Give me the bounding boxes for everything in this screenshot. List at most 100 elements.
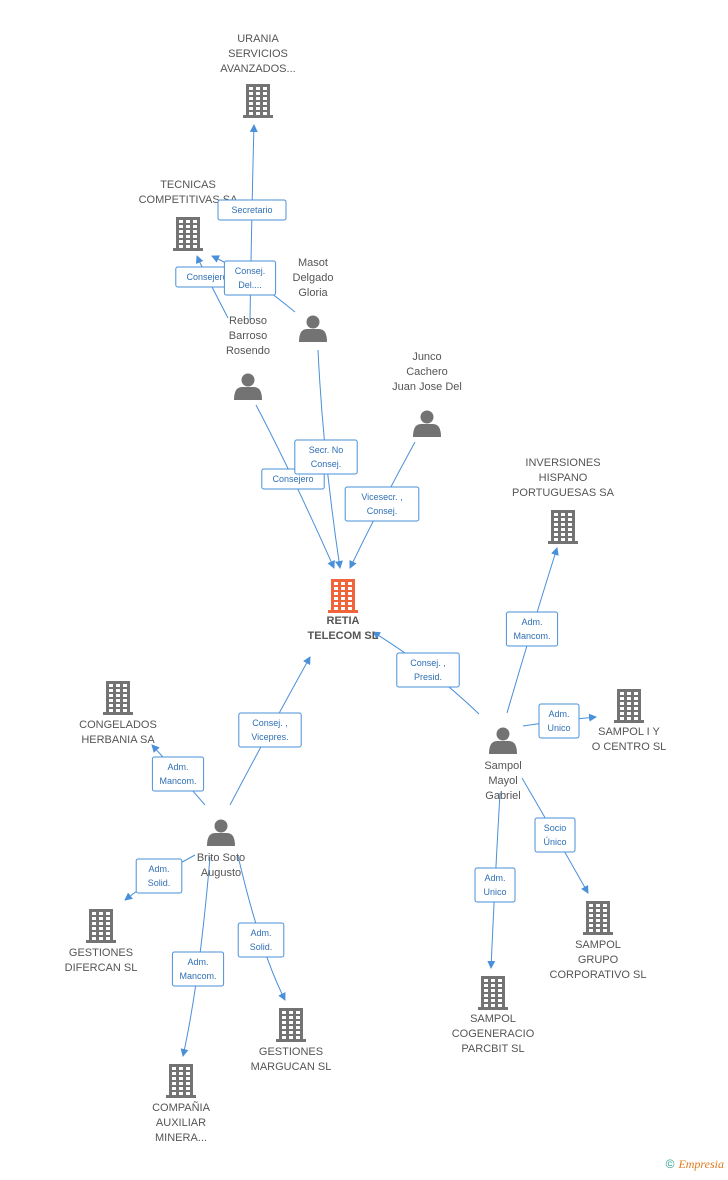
edge-label-box — [474, 867, 516, 903]
node-label: PARCBIT SL — [461, 1043, 524, 1055]
edge-label-box — [344, 486, 420, 522]
edge-label-box — [217, 199, 287, 221]
edge-label-text: Unico — [483, 887, 506, 897]
building-icon — [243, 84, 273, 118]
node-label: COGENERACIO — [452, 1028, 535, 1040]
node-sampol_iy[interactable]: SAMPOL I YO CENTRO SL — [592, 689, 667, 753]
edge-label-text: Mancom. — [513, 631, 550, 641]
edge-label-text: Solid. — [250, 942, 273, 952]
edges-layer — [124, 124, 597, 1057]
edge-label-box — [505, 611, 559, 647]
edge-label-text: Del.... — [238, 280, 262, 290]
node-label: Brito Soto — [197, 852, 245, 864]
edge-label-text: Consejero — [272, 474, 313, 484]
edge-label-brito-to-compania[interactable]: Adm. Mancom. — [171, 951, 225, 987]
edge-label-sampol_p-to-inversiones[interactable]: Adm. Mancom. — [505, 611, 559, 647]
edge-label-box — [396, 652, 460, 688]
edge-label-box — [237, 922, 285, 958]
node-marguca[interactable]: GESTIONES MARGUCAN SL — [251, 1008, 332, 1073]
edge-label-text: Consej. — [311, 459, 342, 469]
node-label: O CENTRO SL — [592, 741, 667, 753]
building-icon — [614, 689, 644, 723]
edge-label-text: Adm. — [187, 957, 208, 967]
node-label: Augusto — [201, 867, 241, 879]
node-label: Reboso — [229, 315, 267, 327]
node-label: MINERA... — [155, 1132, 207, 1144]
copyright-symbol: © — [665, 1157, 675, 1171]
edge-label-sampol_p-to-sampol_iy[interactable]: Adm.Unico — [538, 703, 580, 739]
edge-label-brito-to-retia[interactable]: Consej. ,Vicepres. — [238, 712, 302, 748]
person-icon — [413, 410, 441, 437]
edge-label-text: Adm. — [548, 709, 569, 719]
edge-label-box — [294, 439, 358, 475]
node-tecnicas[interactable]: TECNICAS COMPETITIVAS SA — [139, 179, 238, 251]
person-icon — [489, 727, 517, 754]
edge-label-brito-to-congelados[interactable]: Adm.Mancom. — [151, 756, 205, 792]
node-label: Gloria — [298, 287, 328, 299]
edge-label-text: Adm. — [484, 873, 505, 883]
edge-label-brito-to-marguca[interactable]: Adm.Solid. — [237, 922, 285, 958]
node-urania[interactable]: URANIA SERVICIOS AVANZADOS... — [220, 33, 296, 118]
brand-logo[interactable]: Empresia — [678, 1157, 724, 1171]
building-icon — [478, 976, 508, 1010]
edge-label-text: Adm. — [521, 617, 542, 627]
node-label: SAMPOL — [575, 939, 621, 951]
node-retia[interactable]: RETIA TELECOM SL — [308, 579, 379, 642]
node-compania[interactable]: COMPAÑIAAUXILIARMINERA... — [152, 1064, 211, 1144]
node-label: CONGELADOS — [79, 719, 157, 731]
edge-label-masot-to-tecnicas[interactable]: Consej. Del.... — [223, 260, 277, 296]
node-label: GESTIONES — [69, 947, 133, 959]
edge-label-text: Consej. — [235, 266, 266, 276]
node-label: MARGUCAN SL — [251, 1061, 332, 1073]
node-label: TECNICAS — [160, 179, 216, 191]
edge-label-text: Mancom. — [179, 971, 216, 981]
node-label: PORTUGUESAS SA — [512, 487, 615, 499]
edge-label-text: Secretario — [231, 205, 272, 215]
edge-label-text: Adm. — [148, 864, 169, 874]
node-label: Rosendo — [226, 345, 270, 357]
person-icon — [207, 819, 235, 846]
edge-label-junco-to-retia[interactable]: Vicesecr. , Consej. — [344, 486, 420, 522]
edge-label-sampol_p-to-sampol_cog[interactable]: Adm. Unico — [474, 867, 516, 903]
node-label: GRUPO — [578, 954, 619, 966]
node-label: COMPETITIVAS SA — [139, 194, 238, 206]
node-label: HERBANIA SA — [81, 734, 155, 746]
node-label: GESTIONES — [259, 1046, 323, 1058]
node-label: AUXILIAR — [156, 1117, 206, 1129]
node-label: AVANZADOS... — [220, 63, 295, 75]
node-label: URANIA — [237, 33, 279, 45]
node-label: SERVICIOS — [228, 48, 288, 60]
edge-label-text: Presid. — [414, 672, 442, 682]
node-label: TELECOM SL — [308, 630, 379, 642]
edge-label-reboso-to-urania[interactable]: Secretario — [217, 199, 287, 221]
building-icon — [103, 681, 133, 715]
edge-label-box — [223, 260, 277, 296]
node-congelados[interactable]: CONGELADOS HERBANIA SA — [79, 681, 157, 746]
building-icon — [276, 1008, 306, 1042]
edge-label-text: Consej. , — [410, 658, 446, 668]
nodes-layer: RETIA TELECOM SL URANIA SERVICIOS AVANZADOS.… — [65, 33, 667, 1144]
edge-label-brito-to-difercan[interactable]: Adm.Solid. — [135, 858, 183, 894]
edge-label-sampol_p-to-retia[interactable]: Consej. , Presid. — [396, 652, 460, 688]
edge-label-text: Mancom. — [159, 776, 196, 786]
node-label: Gabriel — [485, 790, 520, 802]
node-label: Sampol — [484, 760, 521, 772]
edge-label-text: Consej. — [367, 506, 398, 516]
edge-label-box — [538, 703, 580, 739]
node-label: INVERSIONES — [525, 457, 600, 469]
node-label: RETIA — [327, 615, 360, 627]
building-icon — [583, 901, 613, 935]
edge-label-text: Vicesecr. , — [361, 492, 402, 502]
